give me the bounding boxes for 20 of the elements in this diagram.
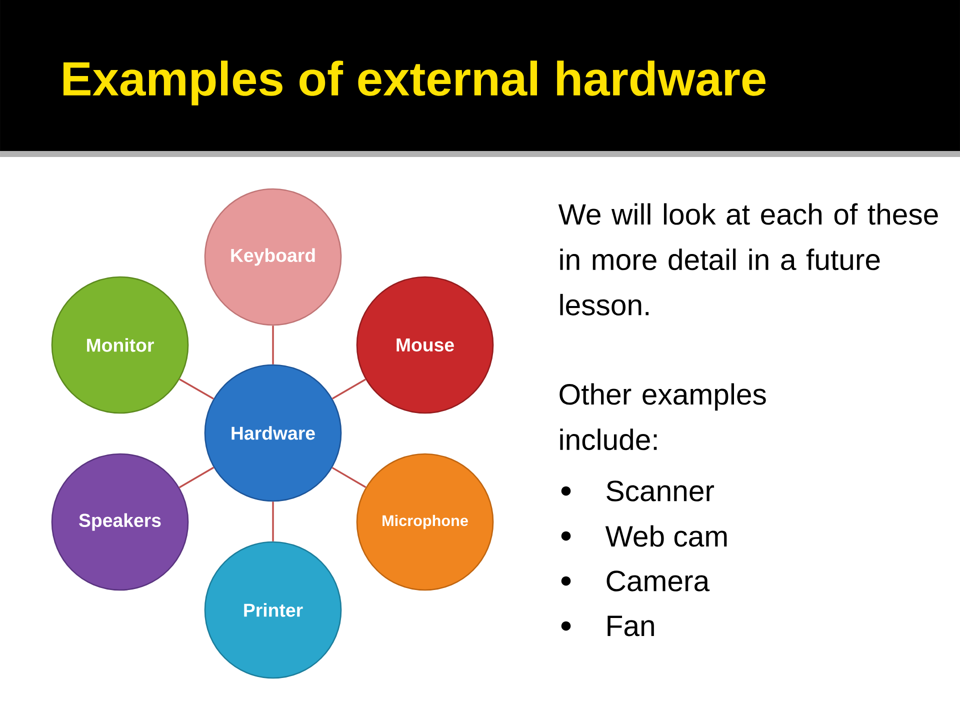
paragraph: We will look at each of these in more detail in a future lesson. — [558, 203, 938, 316]
circle-node: Mouse — [356, 276, 494, 414]
list-item: Fan — [608, 616, 654, 636]
connector-line — [332, 466, 366, 488]
list-item: Scanner — [606, 480, 714, 502]
circle-node: Keyboard — [204, 188, 342, 326]
connector-line — [178, 466, 214, 488]
circle-node: Microphone — [356, 453, 494, 591]
connector-line — [272, 326, 274, 364]
circle-node: Printer — [204, 541, 342, 679]
circle-node: Hardware — [204, 364, 342, 502]
connector-line — [179, 378, 214, 400]
list-item: Camera — [606, 570, 710, 592]
paragraph: Other examples include: — [560, 383, 766, 450]
connector-line — [272, 502, 274, 542]
circle-node: Speakers — [51, 453, 189, 591]
list-item: Web cam — [605, 525, 727, 547]
title: Examples of external hardware — [64, 60, 766, 106]
connector-line — [332, 378, 366, 400]
circle-node: Monitor — [51, 276, 189, 414]
